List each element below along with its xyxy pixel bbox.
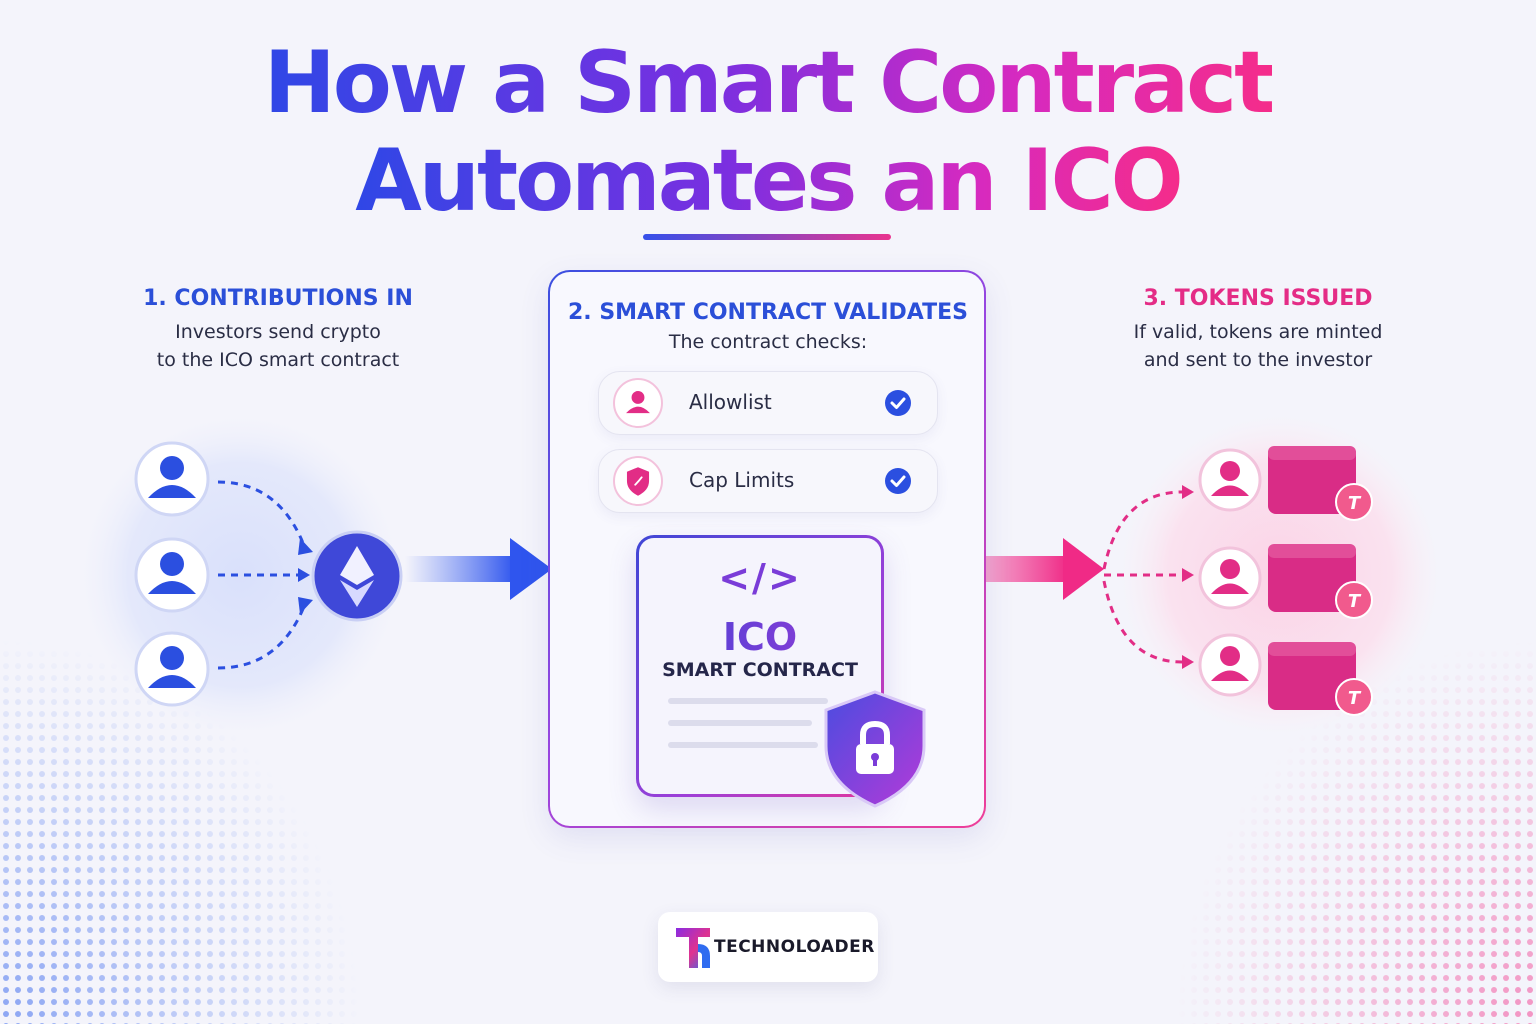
page-title-line2: Automates an ICO bbox=[355, 131, 1184, 231]
ethereum-icon bbox=[311, 530, 403, 622]
technoloader-logo-icon bbox=[676, 928, 710, 968]
check-cap-limits: Cap Limits bbox=[598, 449, 938, 513]
flow-arrowheads bbox=[1182, 485, 1194, 669]
wallet-icon: T bbox=[1268, 642, 1373, 716]
wallet-icon: T bbox=[1268, 544, 1373, 619]
investor-wallet-row: T bbox=[1198, 446, 1373, 521]
token-recipients-group: T T T bbox=[1102, 446, 1373, 716]
code-line bbox=[668, 742, 818, 748]
contract-name: ICO bbox=[636, 615, 884, 659]
check-circle-icon bbox=[885, 390, 911, 416]
investor-icon bbox=[1198, 546, 1262, 610]
investor-icon bbox=[1198, 633, 1262, 697]
investor-icon bbox=[1198, 448, 1262, 512]
token-symbol: T bbox=[1348, 688, 1362, 709]
investor-icon bbox=[134, 441, 210, 517]
investor-wallet-row: T bbox=[1198, 633, 1373, 716]
title-underline bbox=[643, 234, 891, 240]
check-circle-icon bbox=[885, 468, 911, 494]
code-line bbox=[668, 720, 812, 726]
token-symbol: T bbox=[1348, 591, 1362, 612]
check-label: Allowlist bbox=[689, 390, 772, 414]
step1-desc-line1: Investors send crypto bbox=[175, 321, 381, 343]
shield-icon bbox=[613, 456, 663, 506]
lock-shield-icon bbox=[824, 690, 926, 808]
wallet-icon: T bbox=[1268, 446, 1373, 521]
contract-subtitle: SMART CONTRACT bbox=[662, 659, 858, 681]
step2-desc: The contract checks: bbox=[668, 331, 868, 353]
step3-heading: 3. TOKENS ISSUED bbox=[1143, 286, 1373, 311]
investor-icon bbox=[134, 537, 210, 613]
dashed-flow-lines bbox=[217, 480, 307, 670]
flow-arrowheads bbox=[298, 538, 313, 614]
investor-icon bbox=[134, 631, 210, 707]
step2-heading: 2. SMART CONTRACT VALIDATES bbox=[568, 300, 968, 325]
step1-desc-line2: to the ICO smart contract bbox=[156, 349, 400, 371]
step1-heading: 1. CONTRIBUTIONS IN bbox=[143, 286, 413, 311]
dashed-flow-lines bbox=[1102, 490, 1183, 664]
user-icon bbox=[613, 378, 663, 428]
investors-group bbox=[134, 441, 403, 707]
page-title-line1: How a Smart Contract bbox=[263, 33, 1276, 133]
arrow-to-contract bbox=[405, 538, 552, 600]
step3-desc-line1: If valid, tokens are minted bbox=[1133, 321, 1383, 343]
brand-name: TECHNOLOADER bbox=[714, 937, 875, 957]
code-icon: </> bbox=[718, 556, 802, 600]
code-line bbox=[668, 698, 828, 704]
check-label: Cap Limits bbox=[689, 468, 795, 492]
investor-wallet-row: T bbox=[1198, 544, 1373, 619]
token-symbol: T bbox=[1348, 493, 1362, 514]
step3-desc-line2: and sent to the investor bbox=[1143, 349, 1373, 371]
check-allowlist: Allowlist bbox=[598, 371, 938, 435]
